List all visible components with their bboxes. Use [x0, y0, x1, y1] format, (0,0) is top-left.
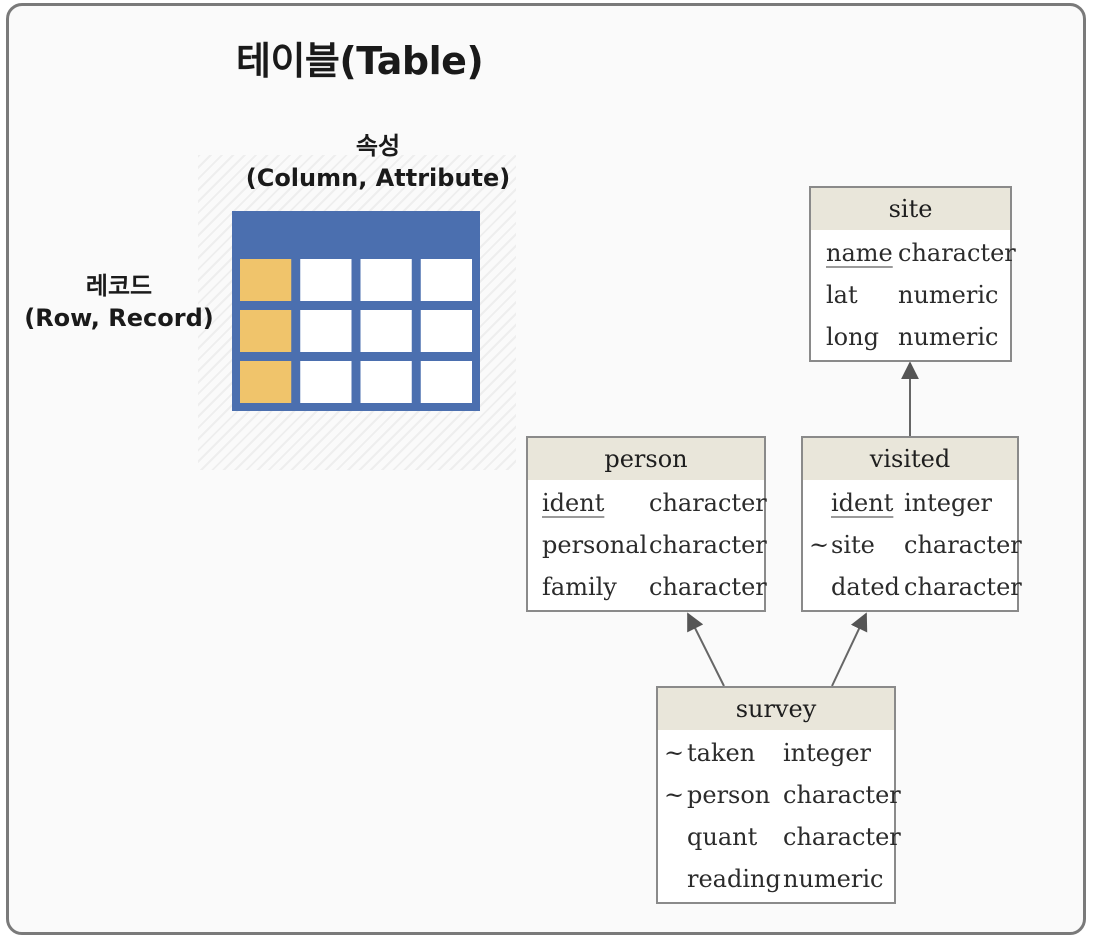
entity-survey-title: survey: [658, 688, 894, 730]
field-name: personal: [542, 531, 648, 559]
field-row: ident character: [528, 482, 767, 524]
arrow-survey-to-visited: [831, 612, 868, 687]
attribute-label-en: (Column, Attribute): [245, 164, 511, 192]
field-type: numeric: [898, 323, 999, 351]
field-name: dated: [831, 573, 900, 601]
field-row: lat numeric: [811, 274, 1010, 316]
entity-survey: survey ~ taken integer ~ person characte…: [656, 686, 901, 904]
field-type: numeric: [898, 281, 999, 309]
field-type: character: [904, 573, 1022, 601]
entity-site: site name character lat numeric long num…: [809, 186, 1016, 362]
field-row: ~ person character: [658, 774, 901, 816]
table-cell: [420, 259, 472, 301]
record-key-cell: [240, 361, 292, 403]
field-name: person: [687, 781, 771, 809]
field-name: quant: [687, 823, 758, 851]
record-label: 레코드 (Row, Record): [14, 270, 224, 334]
table-cell: [300, 361, 352, 403]
entity-site-title: site: [811, 188, 1010, 230]
record-key-cell: [240, 310, 292, 352]
field-row: long numeric: [811, 316, 1010, 358]
field-name: site: [831, 531, 875, 559]
field-type: character: [649, 489, 767, 517]
table-cell: [360, 310, 412, 352]
attribute-label: 속성 (Column, Attribute): [238, 130, 518, 194]
table-cell: [300, 310, 352, 352]
foreign-key-mark: ~: [664, 739, 685, 767]
field-row: quant character: [658, 816, 901, 858]
foreign-key-mark: ~: [664, 781, 685, 809]
field-type: character: [649, 531, 767, 559]
table-grid-illustration: [232, 211, 480, 411]
field-type: character: [649, 573, 767, 601]
attribute-label-ko: 속성: [355, 132, 401, 160]
field-name: reading: [687, 865, 781, 893]
field-name: lat: [826, 281, 858, 309]
entity-visited-title: visited: [803, 438, 1017, 480]
record-key-cell: [240, 259, 292, 301]
field-name: family: [542, 573, 617, 601]
field-type: integer: [783, 739, 872, 767]
record-label-ko: 레코드: [85, 272, 153, 300]
field-row: reading numeric: [658, 858, 894, 900]
table-cell: [300, 259, 352, 301]
field-type: character: [898, 239, 1016, 267]
field-type: integer: [904, 489, 993, 517]
field-type: character: [904, 531, 1022, 559]
table-cell: [360, 361, 412, 403]
field-row: family character: [528, 566, 767, 608]
entity-person: person ident character personal characte…: [526, 436, 767, 612]
arrow-survey-to-person: [687, 612, 725, 687]
field-name: ident: [831, 489, 894, 517]
field-row: ~ site character: [803, 524, 1022, 566]
foreign-key-mark: ~: [809, 531, 830, 559]
field-row: personal character: [528, 524, 767, 566]
field-row: dated character: [803, 566, 1022, 608]
entity-visited: visited ident integer ~ site character d…: [801, 436, 1022, 612]
field-name: ident: [542, 489, 605, 517]
field-type: character: [783, 823, 901, 851]
entity-person-title: person: [528, 438, 764, 480]
field-name: taken: [687, 739, 756, 767]
field-row: ident integer: [803, 482, 1017, 524]
page-title: 테이블(Table): [236, 39, 484, 83]
field-type: numeric: [783, 865, 884, 893]
field-name: name: [826, 239, 893, 267]
table-cell: [420, 361, 472, 403]
table-cell: [420, 310, 472, 352]
field-row: name character: [811, 232, 1016, 274]
field-row: ~ taken integer: [658, 732, 894, 774]
table-cell: [360, 259, 412, 301]
field-name: long: [826, 323, 879, 351]
field-type: character: [783, 781, 901, 809]
record-label-en: (Row, Record): [24, 304, 214, 332]
